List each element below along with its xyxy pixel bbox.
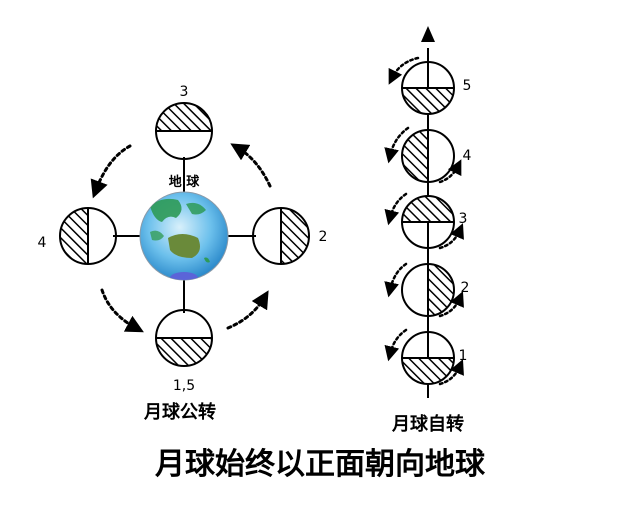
rotation-arrow-4a [384, 126, 410, 164]
rotation-moon-2: 2 [401, 263, 470, 317]
rotation-arrow-1a [384, 328, 408, 362]
rotation-moon-4-label: 4 [463, 148, 472, 164]
rotation-arrow-2a [384, 262, 408, 298]
rotation-moon-3-label: 3 [459, 211, 468, 227]
moon-bottom: 1,5 [155, 309, 213, 394]
orbit-arrow-top-right [230, 143, 272, 188]
moon-left-label: 4 [38, 235, 47, 251]
moon-right: 2 [252, 207, 328, 265]
revolution-caption: 月球公转 [143, 401, 216, 423]
rotation-moon-1-label: 1 [459, 348, 468, 364]
rotation-arrow-1b [438, 359, 464, 386]
rotation-path-arrowhead [421, 26, 435, 42]
orbit-spokes [113, 157, 256, 313]
earth-globe: 地 球 [139, 174, 229, 281]
rotation-moon-4: 4 [401, 129, 472, 183]
moon-top: 3 [155, 84, 213, 160]
orbit-arrows [90, 143, 272, 333]
rotation-arrow-4b [438, 159, 462, 184]
moon-right-label: 2 [319, 229, 328, 245]
rotation-moon-5: 5 [401, 61, 472, 115]
orbit-arrow-bottom-right [226, 290, 269, 330]
rotation-moon-2-label: 2 [461, 280, 470, 296]
revolution-diagram: 地 球 3 2 4 1,5 [38, 84, 328, 423]
moon-left: 4 [38, 207, 117, 265]
rotation-diagram: 5 4 3 2 1 [384, 26, 472, 435]
rotation-arrow-5 [388, 56, 420, 85]
rotation-arrow-3a [384, 192, 408, 226]
rotation-moon-5-label: 5 [463, 78, 472, 94]
rotation-moon-1: 1 [401, 331, 468, 385]
rotation-caption: 月球自转 [391, 413, 464, 435]
earth-label: 地 球 [169, 174, 201, 190]
moon-top-label: 3 [180, 84, 189, 100]
orbit-arrow-bottom-left [100, 288, 144, 333]
rotation-arrow-2b [438, 291, 464, 318]
moon-bottom-label: 1,5 [173, 378, 195, 394]
orbit-arrow-top-left [90, 144, 132, 199]
main-caption: 月球始终以正面朝向地球 [155, 447, 486, 482]
rotation-arrows [384, 56, 464, 386]
rotation-arrow-3b [438, 223, 464, 250]
rotation-moon-3: 3 [401, 195, 468, 249]
